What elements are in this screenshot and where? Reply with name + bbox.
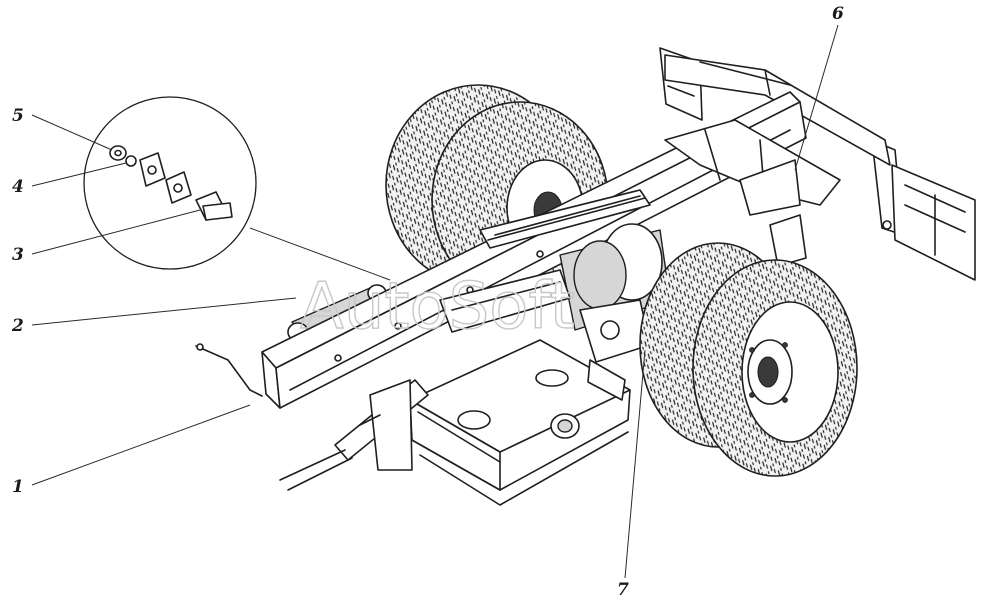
callout-4: 4 xyxy=(12,177,24,197)
callout-3: 3 xyxy=(12,245,24,265)
spring-washer-icon xyxy=(125,155,137,167)
callout-2: 2 xyxy=(11,316,24,336)
callout-leaders xyxy=(31,24,839,579)
mid-crossmember xyxy=(664,119,841,267)
callout-6: 6 xyxy=(832,4,844,24)
watermark-text: AutoSoft xyxy=(300,270,575,344)
fastener-detail-circle xyxy=(83,96,257,270)
rear-axle-assembly xyxy=(439,189,671,363)
rear-right-wheel xyxy=(639,242,858,477)
exhaust-pipe xyxy=(279,379,429,491)
fuel-line xyxy=(195,343,263,397)
fuel-tank xyxy=(409,339,631,506)
callout-7: 7 xyxy=(617,580,629,600)
rear-crossmember xyxy=(664,54,891,166)
detail-leader xyxy=(249,227,391,281)
callout-1: 1 xyxy=(12,477,24,497)
callout-5: 5 xyxy=(12,106,24,126)
